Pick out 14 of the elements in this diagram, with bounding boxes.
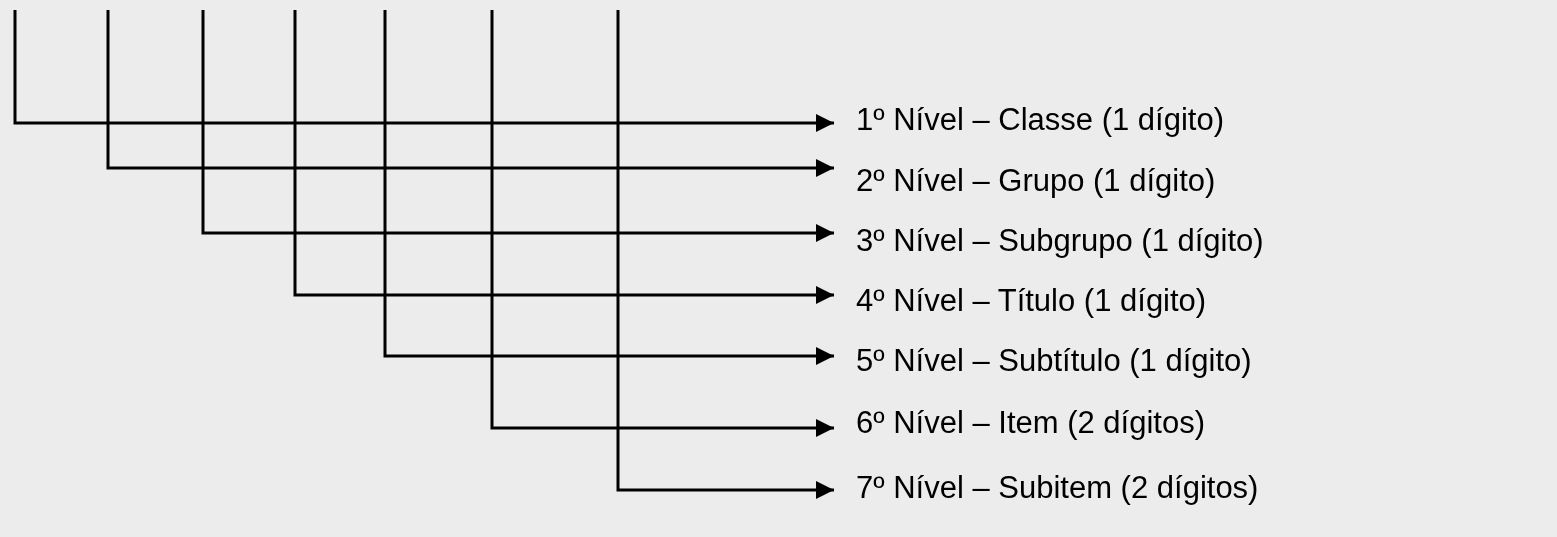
arrow (383, 10, 834, 365)
level-label: 2º Nível – Grupo (1 dígito) (834, 165, 1216, 196)
level-label: 3º Nível – Subgrupo (1 dígito) (834, 225, 1264, 256)
arrow (616, 10, 834, 499)
level-label: 6º Nível – Item (2 dígitos) (834, 407, 1205, 438)
level-label: 4º Nível – Título (1 dígito) (834, 285, 1207, 316)
arrow (293, 10, 834, 304)
arrow (13, 10, 834, 132)
level-label: 5º Nível – Subtítulo (1 dígito) (834, 345, 1252, 376)
arrow (490, 10, 834, 437)
arrow (201, 10, 834, 242)
level-label: 1º Nível – Classe (1 dígito) (834, 104, 1224, 135)
level-label: 7º Nível – Subitem (2 dígitos) (834, 472, 1259, 503)
arrow (106, 10, 834, 177)
